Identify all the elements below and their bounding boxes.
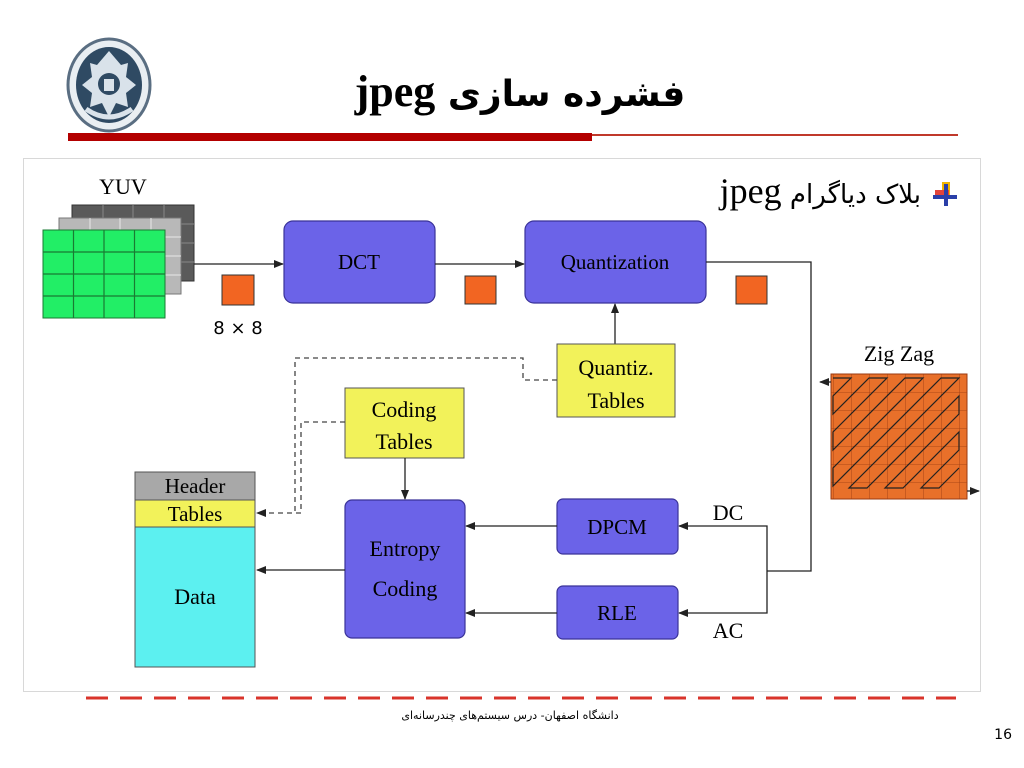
bullet-persian: بلاک دیاگرام — [789, 180, 921, 210]
zigzag-grid — [830, 373, 968, 500]
rle-label: RLE — [597, 601, 637, 625]
entropy-line2: Coding — [373, 576, 438, 601]
footer-text: دانشگاه اصفهان- درس سیستم‌های چندرسانه‌ا… — [401, 709, 619, 722]
quantization-label: Quantization — [561, 250, 670, 274]
coding-tables-box — [344, 387, 465, 459]
connector-split-ac — [678, 571, 768, 617]
quantiz-tables-box — [556, 343, 676, 418]
bullet-cross-icon — [933, 182, 957, 206]
block-size-label: 8 × 8 — [213, 318, 262, 339]
entropy-line1: Entropy — [370, 536, 441, 561]
tables-label: Tables — [168, 502, 223, 526]
coding-tables-line1: Coding — [372, 397, 437, 422]
jpeg-block-diagram: YUV 8 × 8 DCT Quantization Quantiz. Tabl… — [23, 158, 981, 692]
title-latin: jpeg — [354, 67, 436, 116]
coding-tables-line2: Tables — [375, 429, 432, 454]
footer-dashed-rule — [86, 696, 956, 700]
connector-quantization-to-split — [706, 261, 812, 572]
tables-box — [134, 499, 256, 528]
block-square-after-dct — [464, 275, 497, 305]
dpcm-label: DPCM — [587, 515, 647, 539]
university-logo — [66, 37, 152, 133]
yuv-front-plane — [42, 229, 166, 319]
entropy-coding-box — [344, 499, 466, 639]
bullet-latin: jpeg — [719, 171, 782, 211]
dct-box — [283, 220, 436, 304]
data-label: Data — [174, 584, 216, 609]
connector-split-dc — [678, 522, 768, 571]
quantiz-tables-line1: Quantiz. — [578, 355, 653, 380]
dct-label: DCT — [338, 250, 380, 274]
title-persian: فشرده سازی — [447, 74, 686, 115]
block-square-after-quantization — [735, 275, 768, 305]
yuv-label: YUV — [99, 174, 147, 199]
data-box — [134, 526, 256, 668]
slide-title: jpeg فشرده سازی — [330, 66, 710, 126]
dashed-link-coding-tables — [256, 421, 345, 517]
bullet-text: بلاک دیاگرام jpeg — [720, 170, 921, 212]
block-8x8-square — [221, 274, 255, 306]
header-label: Header — [165, 474, 226, 498]
page-number: 16 — [994, 727, 1012, 743]
dashed-link-quantiz-tables — [294, 357, 557, 513]
ac-label: AC — [713, 618, 744, 643]
quantiz-tables-line2: Tables — [587, 388, 644, 413]
dc-label: DC — [713, 500, 744, 525]
header-box — [134, 471, 256, 501]
bullet-heading: بلاک دیاگرام jpeg — [647, 170, 957, 218]
zigzag-label: Zig Zag — [864, 341, 934, 366]
title-rule-accent — [68, 133, 592, 141]
